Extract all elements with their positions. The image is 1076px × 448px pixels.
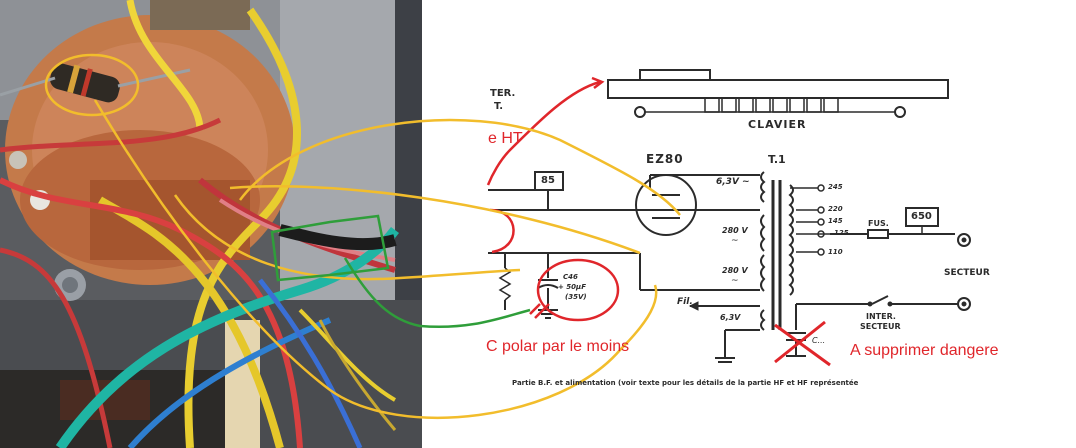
- annotations: [44, 53, 831, 420]
- tap-145: 145: [828, 217, 843, 225]
- secteur-label: SECTEUR: [944, 268, 990, 278]
- filament-label: Fil.: [677, 297, 693, 307]
- header-t: T.: [494, 101, 504, 112]
- green-trace: [343, 257, 531, 328]
- resistor-85-label: 85: [541, 175, 555, 186]
- tap-125: 125: [834, 229, 849, 237]
- header-inter: TER.: [490, 88, 516, 99]
- struck-cap-label: C...: [812, 336, 826, 345]
- fuse-650-box: [905, 207, 939, 227]
- tap-110: 110: [828, 248, 843, 256]
- tap-245: 245: [828, 183, 843, 191]
- red-arrow-ht: [486, 80, 601, 186]
- tilde-b: ~: [731, 276, 739, 286]
- inter-secteur-label-2: SECTEUR: [860, 322, 901, 331]
- green-box-region: [270, 214, 390, 282]
- schematic-caption: Partie B.F. et alimentation (voir texte …: [512, 379, 859, 387]
- clavier-frame: [607, 79, 949, 99]
- tilde-a: ~: [731, 236, 739, 246]
- tube-label: EZ80: [646, 152, 684, 166]
- red-strike-cross: [774, 320, 831, 367]
- ht-annotation: e HT: [488, 130, 523, 147]
- yellow-trace-3: [229, 185, 641, 255]
- secondary-280-a: 280 V: [722, 226, 748, 235]
- clavier-label: CLAVIER: [748, 118, 807, 131]
- ez80-tube-symbol: [635, 174, 697, 236]
- yellow-trace-4: [173, 194, 521, 281]
- transformer-label: T.1: [768, 153, 786, 166]
- heater-low-label: 6,3V: [720, 313, 741, 322]
- polarity-annotation: C polar par le moins: [486, 338, 630, 355]
- inter-secteur-label-1: INTER.: [866, 312, 896, 321]
- yellow-circle-resistor: [44, 53, 140, 117]
- resistor-85-box: [534, 171, 564, 191]
- red-circle-left: [489, 208, 515, 254]
- cap-voltage: (35V): [565, 293, 587, 301]
- chassis-photo: [0, 0, 422, 448]
- heater-label: 6,3V ~: [716, 177, 750, 187]
- fuse-650-label: 650: [911, 211, 932, 222]
- yellow-trace-1: [93, 99, 658, 420]
- danger-annotation: A supprimer dangere: [850, 342, 999, 359]
- red-circle-capacitor: [536, 258, 620, 322]
- cap-value: + 50µF: [558, 283, 586, 291]
- secondary-280-b: 280 V: [722, 266, 748, 275]
- fuse-label: FUS.: [868, 219, 889, 228]
- yellow-trace-2: [239, 118, 681, 216]
- cap-name: C46: [563, 273, 578, 281]
- tap-220: 220: [828, 205, 843, 213]
